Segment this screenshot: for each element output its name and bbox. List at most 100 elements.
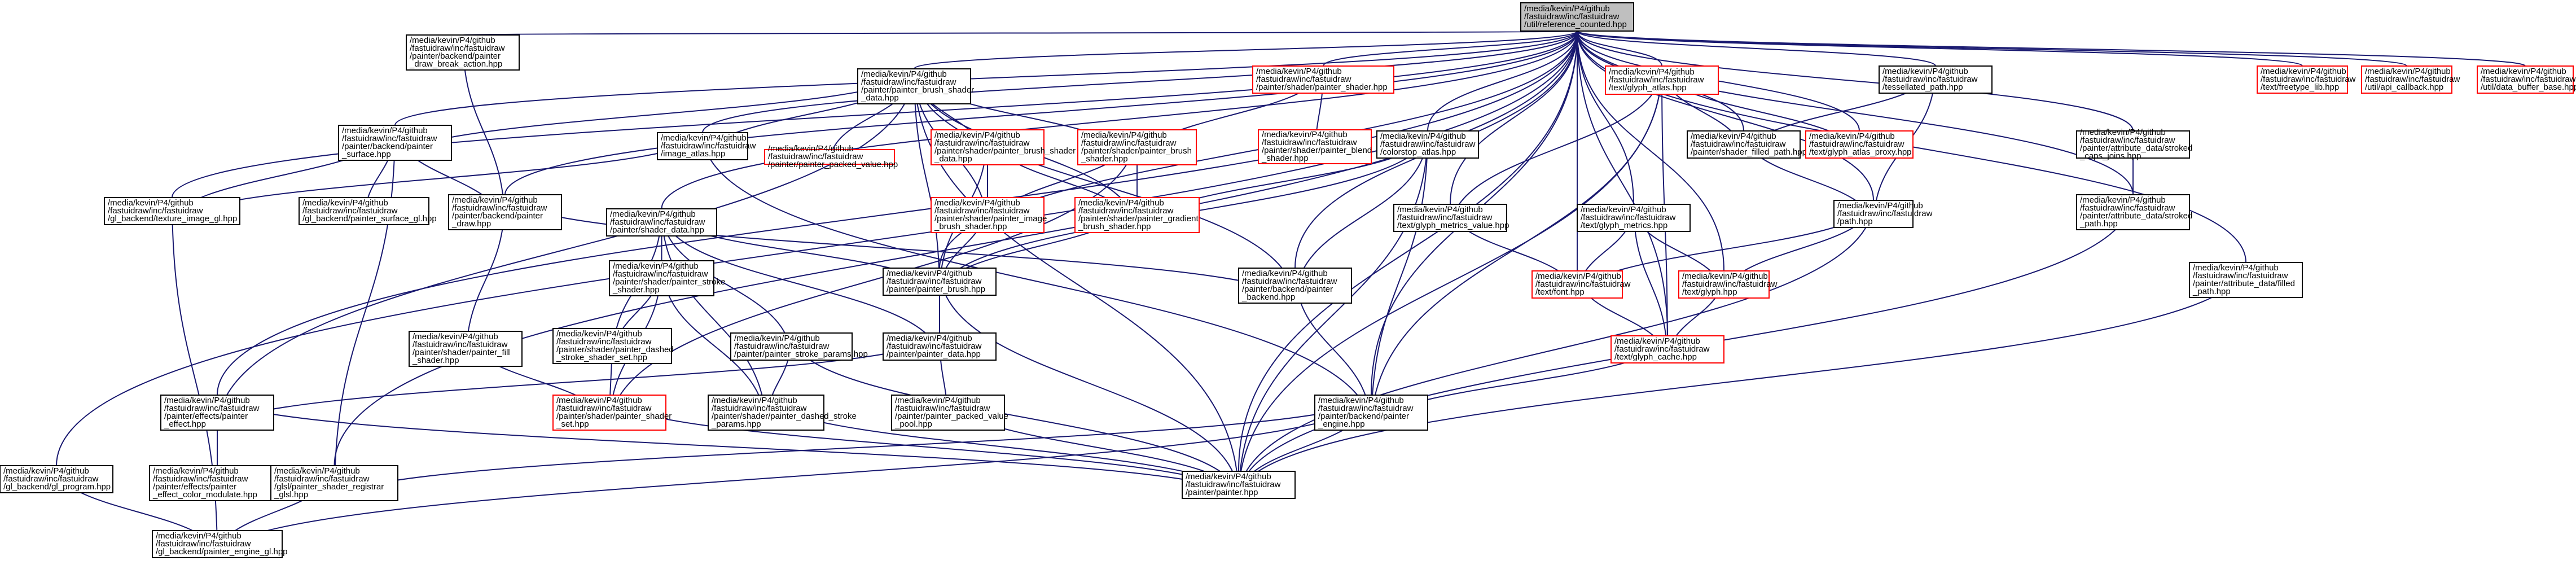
node-box[interactable] <box>2076 130 2190 159</box>
node-box[interactable] <box>104 197 240 225</box>
node-box[interactable] <box>1610 335 1724 363</box>
graph-node[interactable]: /media/kevin/P4/github/fastuidraw/inc/fa… <box>883 268 997 296</box>
node-box[interactable] <box>2189 262 2303 298</box>
graph-node[interactable]: /media/kevin/P4/github/fastuidraw/inc/fa… <box>931 129 1076 165</box>
graph-node[interactable]: /media/kevin/P4/github/fastuidraw/inc/fa… <box>1805 130 1914 159</box>
node-box[interactable] <box>270 465 398 501</box>
node-box[interactable] <box>1182 471 1296 499</box>
graph-node[interactable]: /media/kevin/P4/github/fastuidraw/inc/fa… <box>2189 262 2303 298</box>
graph-node[interactable]: /media/kevin/P4/github/fastuidraw/inc/fa… <box>1531 270 1631 299</box>
graph-node[interactable]: /media/kevin/P4/github/fastuidraw/inc/fa… <box>609 260 725 296</box>
graph-node[interactable]: /media/kevin/P4/github/fastuidraw/inc/fa… <box>2257 65 2356 94</box>
graph-node[interactable]: /media/kevin/P4/github/fastuidraw/inc/fa… <box>552 328 674 364</box>
graph-node[interactable]: /media/kevin/P4/github/fastuidraw/inc/fa… <box>2361 65 2460 94</box>
graph-node[interactable]: /media/kevin/P4/github/fastuidraw/inc/fa… <box>931 197 1047 233</box>
node-box[interactable] <box>883 332 997 361</box>
graph-node[interactable]: /media/kevin/P4/github/fastuidraw/inc/fa… <box>1074 197 1200 233</box>
graph-node[interactable]: /media/kevin/P4/github/fastuidraw/inc/fa… <box>104 197 240 225</box>
node-box[interactable] <box>606 208 717 236</box>
graph-node[interactable]: /media/kevin/P4/github/fastuidraw/inc/fa… <box>406 34 520 71</box>
node-box[interactable] <box>1238 268 1352 304</box>
node-box[interactable] <box>931 129 1045 165</box>
graph-node[interactable]: /media/kevin/P4/github/fastuidraw/inc/fa… <box>1182 471 1296 499</box>
node-box[interactable] <box>857 68 971 104</box>
node-box[interactable] <box>1314 395 1428 431</box>
graph-node[interactable]: /media/kevin/P4/github/fastuidraw/inc/fa… <box>730 332 868 361</box>
graph-node[interactable]: /media/kevin/P4/github/fastuidraw/inc/fa… <box>152 530 288 558</box>
node-box[interactable] <box>1376 130 1479 159</box>
node-box[interactable] <box>2076 194 2190 230</box>
node-box[interactable] <box>609 260 714 296</box>
graph-node[interactable]: /media/kevin/P4/github/fastuidraw/inc/fa… <box>1833 200 1933 228</box>
graph-node[interactable]: /media/kevin/P4/github/fastuidraw/inc/fa… <box>1879 65 1993 94</box>
node-box[interactable] <box>338 125 452 161</box>
node-box[interactable] <box>160 395 274 431</box>
node-box[interactable] <box>708 395 824 431</box>
node-box[interactable] <box>152 530 283 558</box>
graph-node[interactable]: /media/kevin/P4/github/fastuidraw/inc/fa… <box>1610 335 1724 363</box>
graph-node[interactable]: /media/kevin/P4/github/fastuidraw/inc/fa… <box>857 68 974 104</box>
graph-node[interactable]: /media/kevin/P4/github/fastuidraw/inc/fa… <box>1393 204 1509 232</box>
graph-node[interactable]: /media/kevin/P4/github/fastuidraw/inc/fa… <box>1077 129 1197 165</box>
node-box[interactable] <box>1879 65 1993 94</box>
node-box[interactable] <box>657 132 748 160</box>
node-box[interactable] <box>1678 270 1770 299</box>
graph-node[interactable]: /media/kevin/P4/github/fastuidraw/inc/fa… <box>657 132 756 160</box>
node-box[interactable] <box>448 194 562 230</box>
graph-node[interactable]: /media/kevin/P4/github/fastuidraw/inc/fa… <box>1376 130 1479 159</box>
node-box[interactable] <box>764 149 895 165</box>
graph-node[interactable]: /media/kevin/P4/github/fastuidraw/inc/fa… <box>552 395 672 431</box>
graph-node[interactable]: /media/kevin/P4/github/fastuidraw/inc/fa… <box>160 395 274 431</box>
graph-node[interactable]: /media/kevin/P4/github/fastuidraw/inc/fa… <box>1678 270 1778 299</box>
graph-node[interactable]: /media/kevin/P4/github/fastuidraw/inc/fa… <box>1314 395 1428 431</box>
node-box[interactable] <box>1805 130 1914 159</box>
graph-node[interactable]: /media/kevin/P4/github/fastuidraw/inc/fa… <box>149 465 286 501</box>
graph-node[interactable]: /media/kevin/P4/github/fastuidraw/inc/fa… <box>1605 65 1719 95</box>
node-box[interactable] <box>406 34 520 71</box>
graph-node[interactable]: /media/kevin/P4/github/fastuidraw/inc/fa… <box>606 208 717 236</box>
node-box[interactable] <box>552 328 672 364</box>
node-box[interactable] <box>891 395 1005 431</box>
node-box[interactable] <box>1687 130 1801 159</box>
graph-node[interactable]: /media/kevin/P4/github/fastuidraw/inc/fa… <box>270 465 398 501</box>
graph-node[interactable]: /media/kevin/P4/github/fastuidraw/inc/fa… <box>883 332 997 361</box>
node-box[interactable] <box>0 465 113 493</box>
graph-node[interactable]: /media/kevin/P4/github/fastuidraw/inc/fa… <box>299 197 437 225</box>
node-box[interactable] <box>149 465 286 501</box>
graph-node[interactable]: /media/kevin/P4/github/fastuidraw/inc/fa… <box>0 465 113 493</box>
node-box[interactable] <box>1531 270 1623 299</box>
node-box[interactable] <box>1074 197 1200 233</box>
node-box[interactable] <box>1393 204 1507 232</box>
node-box[interactable] <box>1577 204 1691 232</box>
node-box[interactable] <box>2361 65 2452 94</box>
node-box[interactable] <box>1833 200 1914 228</box>
node-box[interactable] <box>1077 129 1197 165</box>
node-box[interactable] <box>1252 65 1394 94</box>
node-box[interactable] <box>931 197 1045 233</box>
graph-node[interactable]: /media/kevin/P4/github/fastuidraw/inc/fa… <box>338 125 452 161</box>
node-box[interactable] <box>730 332 853 361</box>
graph-node[interactable]: /media/kevin/P4/github/fastuidraw/inc/fa… <box>448 194 562 230</box>
graph-node[interactable]: /media/kevin/P4/github/fastuidraw/inc/fa… <box>2076 194 2192 230</box>
node-box[interactable] <box>409 331 523 367</box>
graph-node[interactable]: /media/kevin/P4/github/fastuidraw/inc/fa… <box>409 331 523 367</box>
node-box[interactable] <box>1520 2 1634 32</box>
graph-node[interactable]: /media/kevin/P4/github/fastuidraw/inc/fa… <box>1252 65 1394 94</box>
graph-node[interactable]: /media/kevin/P4/github/fastuidraw/inc/fa… <box>2076 128 2192 161</box>
node-box[interactable] <box>552 395 666 431</box>
graph-node[interactable]: /media/kevin/P4/github/fastuidraw/inc/fa… <box>891 395 1008 431</box>
node-box[interactable] <box>1605 65 1719 95</box>
graph-node[interactable]: /media/kevin/P4/github/fastuidraw/inc/fa… <box>1258 129 1372 164</box>
graph-node[interactable]: /media/kevin/P4/github/fastuidraw/inc/fa… <box>1238 268 1352 304</box>
graph-node[interactable]: /media/kevin/P4/github/fastuidraw/inc/fa… <box>1687 130 1807 159</box>
node-box[interactable] <box>2477 65 2574 94</box>
node-box[interactable] <box>883 268 997 296</box>
graph-node[interactable]: /media/kevin/P4/github/fastuidraw/inc/fa… <box>764 144 898 169</box>
graph-node[interactable]: /media/kevin/P4/github/fastuidraw/inc/fa… <box>708 395 857 431</box>
node-box[interactable] <box>1258 129 1372 164</box>
node-box[interactable] <box>2257 65 2348 94</box>
graph-node[interactable]: /media/kevin/P4/github/fastuidraw/inc/fa… <box>2477 65 2576 94</box>
graph-node[interactable]: /media/kevin/P4/github/fastuidraw/inc/fa… <box>1520 2 1634 32</box>
graph-node[interactable]: /media/kevin/P4/github/fastuidraw/inc/fa… <box>1577 204 1691 232</box>
node-box[interactable] <box>299 197 429 225</box>
